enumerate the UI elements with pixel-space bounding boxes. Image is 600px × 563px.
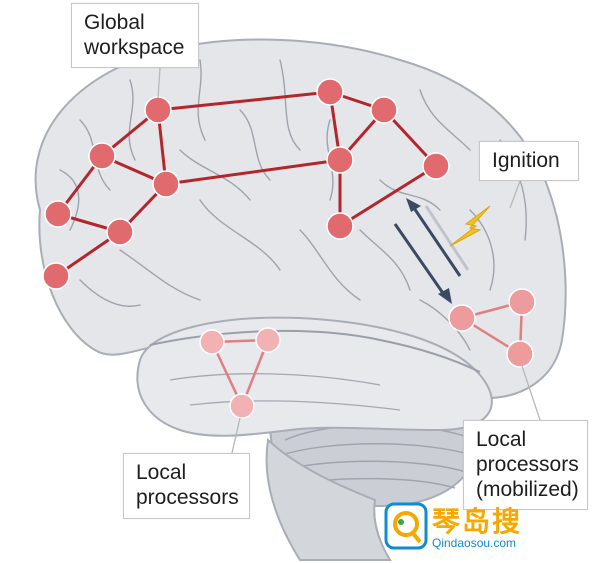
lp-node: [255, 327, 281, 353]
label-line: (mobilized): [476, 478, 579, 501]
lp-node: [229, 393, 255, 419]
lpm-node: [508, 288, 536, 316]
brainstem: [265, 437, 392, 561]
local-processors-mobilized-label: Local processors (mobilized): [463, 420, 588, 510]
gw-node: [44, 200, 72, 228]
lpm-node: [506, 340, 534, 368]
callout-leaders: [157, 67, 541, 454]
label-line: Global: [84, 11, 145, 34]
cerebrum: [34, 38, 567, 437]
gw-node: [42, 262, 70, 290]
gw-node: [144, 96, 172, 124]
gw-node: [88, 142, 116, 170]
gw-node: [326, 146, 354, 174]
gw-node: [152, 170, 180, 198]
local-processors-network: [199, 327, 281, 419]
gw-node: [326, 212, 354, 240]
lpm-node: [448, 304, 476, 332]
gw-node: [370, 96, 398, 124]
label-line: Local: [136, 461, 187, 484]
global-workspace-label: Global workspace: [71, 3, 199, 68]
mobilized-processors-network: [448, 288, 536, 368]
label-line: processors: [136, 486, 239, 509]
label-line: workspace: [84, 36, 185, 59]
gw-node: [106, 218, 134, 246]
lightning-bolt-icon: [449, 205, 491, 247]
label-line: Ignition: [492, 149, 560, 172]
gw-node: [422, 152, 450, 180]
watermark-url: Qindaosou.com: [432, 536, 517, 550]
ignition-arrows: [393, 198, 470, 304]
lp-node: [199, 329, 225, 355]
watermark: 琴岛搜 Qindaosou.com: [384, 498, 594, 558]
global-workspace-nodes: [42, 78, 450, 290]
label-line: Local: [476, 428, 527, 451]
q-logo-icon: [384, 502, 428, 550]
label-line: processors: [476, 453, 579, 476]
watermark-name: 琴岛搜: [432, 505, 523, 538]
gw-node: [316, 78, 344, 106]
local-processors-label: Local processors: [123, 453, 250, 519]
ignition-label: Ignition: [479, 141, 579, 181]
